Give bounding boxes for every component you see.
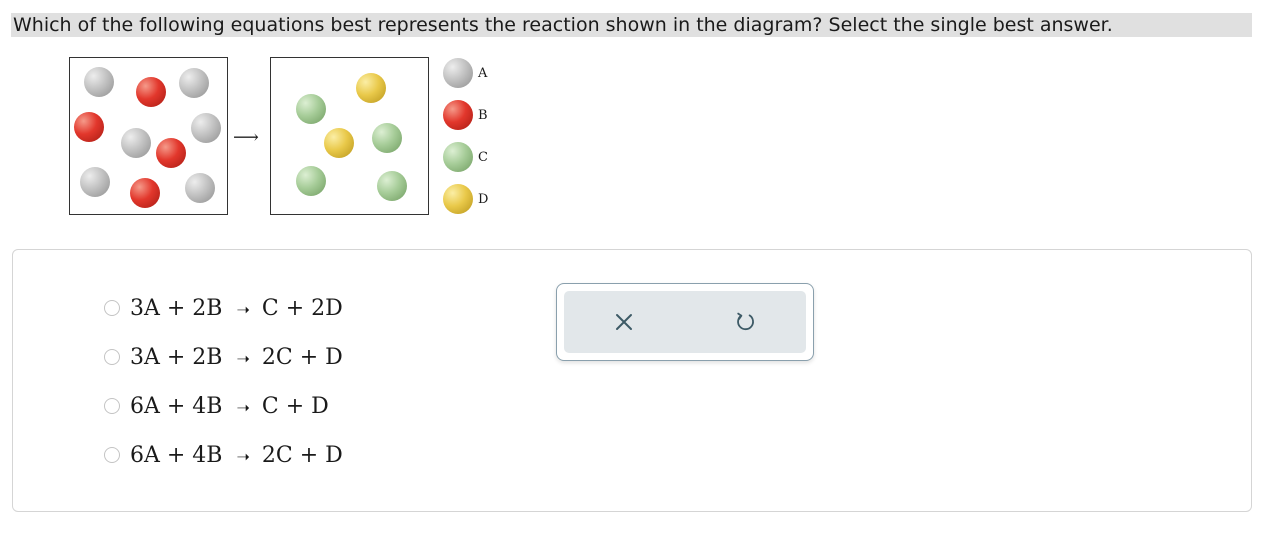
equation-products: C + 2D [261, 295, 343, 321]
answer-option-3[interactable]: 6A + 4B ➝ C + D [104, 391, 329, 421]
molecule-c [377, 171, 407, 201]
products-box [270, 57, 429, 215]
arrow-icon: ➝ [236, 348, 250, 368]
equation-reactants: 6A + 4B [130, 442, 223, 468]
answer-option-1[interactable]: 3A + 2B ➝ C + 2D [104, 293, 343, 323]
equation-products: C + D [261, 393, 329, 419]
equation-products: 2C + D [261, 344, 343, 370]
molecule-d [356, 73, 386, 103]
molecule-a [179, 68, 209, 98]
molecule-a [121, 128, 151, 158]
legend-label-a: A [478, 66, 488, 81]
molecule-a [191, 113, 221, 143]
molecule-d [324, 128, 354, 158]
molecule-a [185, 173, 215, 203]
equation: 6A + 4B ➝ C + D [130, 394, 329, 419]
arrow-icon: ➝ [236, 299, 250, 319]
legend-label-b: B [478, 108, 488, 123]
radio-button[interactable] [104, 398, 120, 414]
undo-icon [737, 312, 754, 331]
equation-products: 2C + D [261, 442, 343, 468]
molecule-b [136, 77, 166, 107]
molecule-c [296, 94, 326, 124]
legend-swatch-a [443, 58, 473, 88]
equation: 3A + 2B ➝ 2C + D [130, 345, 343, 370]
legend-swatch-b [443, 100, 473, 130]
legend-label-d: D [478, 192, 489, 207]
equation-reactants: 3A + 2B [130, 344, 223, 370]
molecule-a [84, 67, 114, 97]
molecule-c [372, 123, 402, 153]
answer-option-4[interactable]: 6A + 4B ➝ 2C + D [104, 440, 343, 470]
molecule-b [156, 138, 186, 168]
legend-swatch-c [443, 142, 473, 172]
reactants-box [69, 57, 228, 215]
equation-reactants: 6A + 4B [130, 393, 223, 419]
radio-button[interactable] [104, 300, 120, 316]
answer-toolbar [556, 283, 814, 361]
legend-label-c: C [478, 150, 488, 165]
answer-option-2[interactable]: 3A + 2B ➝ 2C + D [104, 342, 343, 372]
arrow-icon: ➝ [236, 397, 250, 417]
equation: 6A + 4B ➝ 2C + D [130, 443, 343, 468]
radio-button[interactable] [104, 447, 120, 463]
molecule-b [130, 178, 160, 208]
reaction-arrow: ⟶ [233, 127, 259, 148]
radio-button[interactable] [104, 349, 120, 365]
equation-reactants: 3A + 2B [130, 295, 223, 321]
molecule-a [80, 167, 110, 197]
arrow-icon: ➝ [236, 446, 250, 466]
molecule-c [296, 166, 326, 196]
undo-button[interactable] [730, 307, 760, 337]
question-text: Which of the following equations best re… [11, 13, 1252, 37]
toolbar-inner [564, 291, 806, 353]
clear-button[interactable] [609, 307, 639, 337]
equation: 3A + 2B ➝ C + 2D [130, 296, 343, 321]
legend-swatch-d [443, 184, 473, 214]
molecule-b [74, 112, 104, 142]
close-icon [616, 314, 632, 330]
